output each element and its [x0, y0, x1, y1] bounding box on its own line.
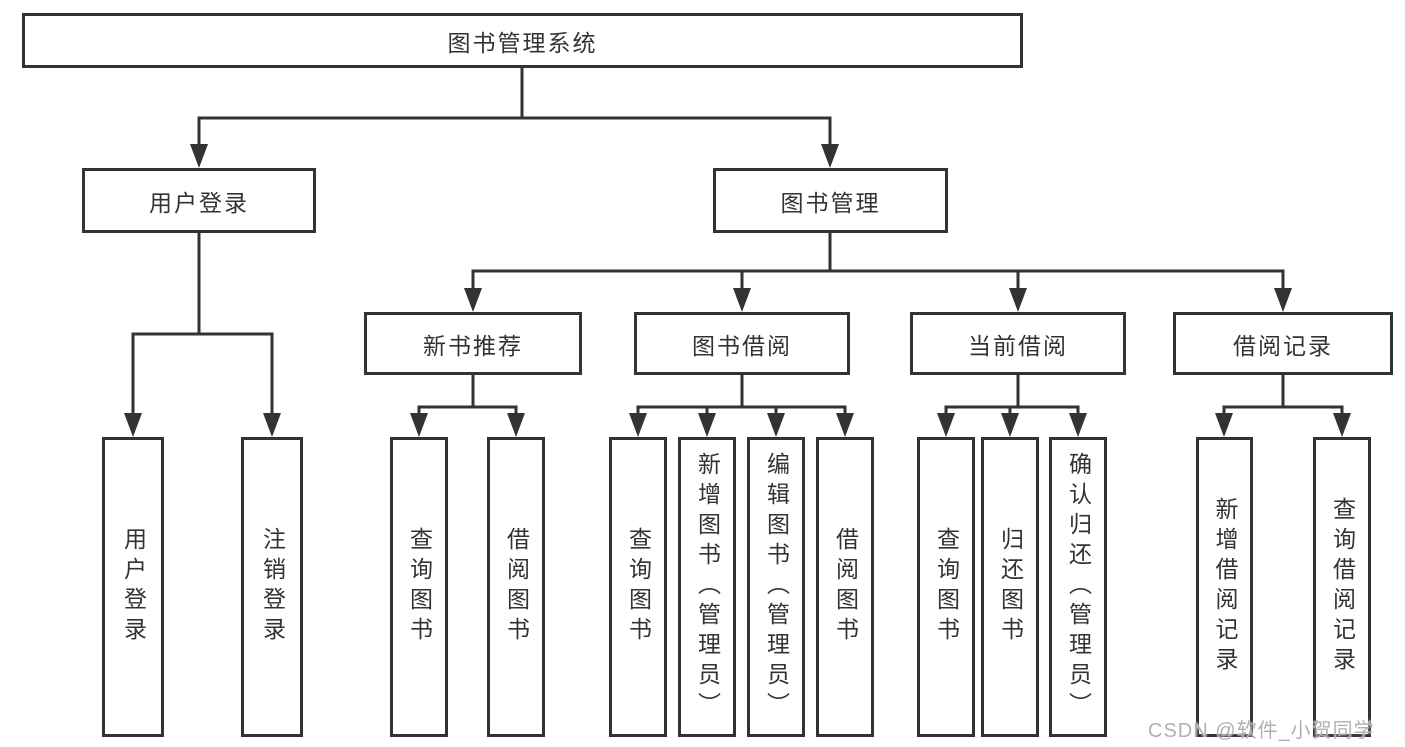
node-leaf-add-borrow-record: 新增借阅记录	[1196, 437, 1253, 737]
node-root-label: 图书管理系统	[447, 29, 598, 56]
arrowhead-icon	[836, 413, 854, 437]
connector-new-book-recommend	[417, 373, 518, 415]
node-leaf-edit-books-admin: 编辑图书（管理员）	[747, 437, 805, 737]
node-leaf-logout-label: 注销登录	[259, 527, 286, 647]
node-leaf-query-books-3: 查询图书	[917, 437, 975, 737]
arrowhead-icon	[507, 413, 525, 437]
node-book-borrowing-label: 图书借阅	[692, 332, 792, 359]
node-leaf-edit-books-admin-label: 编辑图书（管理员）	[763, 452, 790, 722]
node-leaf-return-books-label: 归还图书	[997, 527, 1024, 647]
arrowhead-icon	[1274, 288, 1292, 312]
node-leaf-borrow-books-2-label: 借阅图书	[832, 527, 859, 647]
arrowhead-icon	[767, 413, 785, 437]
node-leaf-user-login: 用户登录	[102, 437, 164, 737]
node-leaf-borrow-books-1-label: 借阅图书	[503, 527, 530, 647]
arrowhead-icon	[1215, 413, 1233, 437]
node-borrowing-records: 借阅记录	[1173, 312, 1393, 375]
node-book-management-label: 图书管理	[780, 189, 881, 216]
node-leaf-query-books-1: 查询图书	[390, 437, 448, 737]
node-leaf-return-books: 归还图书	[981, 437, 1039, 737]
node-leaf-query-books-3-label: 查询图书	[933, 527, 960, 647]
arrowhead-icon	[698, 413, 716, 437]
arrowhead-icon	[124, 413, 142, 437]
arrowhead-icon	[1001, 413, 1019, 437]
node-leaf-add-books-admin: 新增图书（管理员）	[678, 437, 736, 737]
node-new-book-recommend: 新书推荐	[364, 312, 582, 375]
node-root: 图书管理系统	[22, 13, 1023, 68]
node-leaf-add-books-admin-label: 新增图书（管理员）	[694, 452, 721, 722]
node-leaf-query-borrow-record-label: 查询借阅记录	[1329, 497, 1356, 677]
arrowhead-icon	[410, 413, 428, 437]
arrowhead-icon	[821, 144, 839, 168]
node-leaf-query-books-1-label: 查询图书	[406, 527, 433, 647]
node-borrowing-records-label: 借阅记录	[1233, 332, 1333, 359]
node-leaf-borrow-books-2: 借阅图书	[816, 437, 874, 737]
arrowhead-icon	[1333, 413, 1351, 437]
connector-book-management	[471, 231, 1285, 292]
arrowhead-icon	[1069, 413, 1087, 437]
node-leaf-query-borrow-record: 查询借阅记录	[1313, 437, 1371, 737]
node-leaf-add-borrow-record-label: 新增借阅记录	[1212, 497, 1238, 677]
node-current-borrowing: 当前借阅	[910, 312, 1126, 375]
connector-root	[197, 66, 832, 148]
connector-user-login	[131, 231, 274, 415]
node-user-login: 用户登录	[82, 168, 316, 233]
node-leaf-confirm-return-admin: 确认归还（管理员）	[1049, 437, 1107, 737]
node-leaf-query-books-2-label: 查询图书	[625, 527, 652, 647]
node-current-borrowing-label: 当前借阅	[968, 332, 1068, 359]
arrowhead-icon	[263, 413, 281, 437]
csdn-watermark: CSDN @软件_小贺同学	[1148, 720, 1375, 742]
arrowhead-icon	[937, 413, 955, 437]
node-new-book-recommend-label: 新书推荐	[423, 332, 523, 359]
node-leaf-logout: 注销登录	[241, 437, 303, 737]
arrowhead-icon	[190, 144, 208, 168]
arrowhead-icon	[1009, 288, 1027, 312]
node-leaf-confirm-return-admin-label: 确认归还（管理员）	[1065, 452, 1092, 722]
arrowhead-icon	[629, 413, 647, 437]
node-leaf-user-login-label: 用户登录	[120, 527, 147, 647]
connector-book-borrowing	[636, 373, 847, 415]
arrowhead-icon	[464, 288, 482, 312]
node-leaf-query-books-2: 查询图书	[609, 437, 667, 737]
node-leaf-borrow-books-1: 借阅图书	[487, 437, 545, 737]
node-book-borrowing: 图书借阅	[634, 312, 850, 375]
arrowhead-icon	[733, 288, 751, 312]
node-book-management: 图书管理	[713, 168, 948, 233]
connector-borrowing-records	[1222, 373, 1344, 415]
connector-current-borrowing	[944, 373, 1080, 415]
node-user-login-label: 用户登录	[149, 189, 249, 216]
